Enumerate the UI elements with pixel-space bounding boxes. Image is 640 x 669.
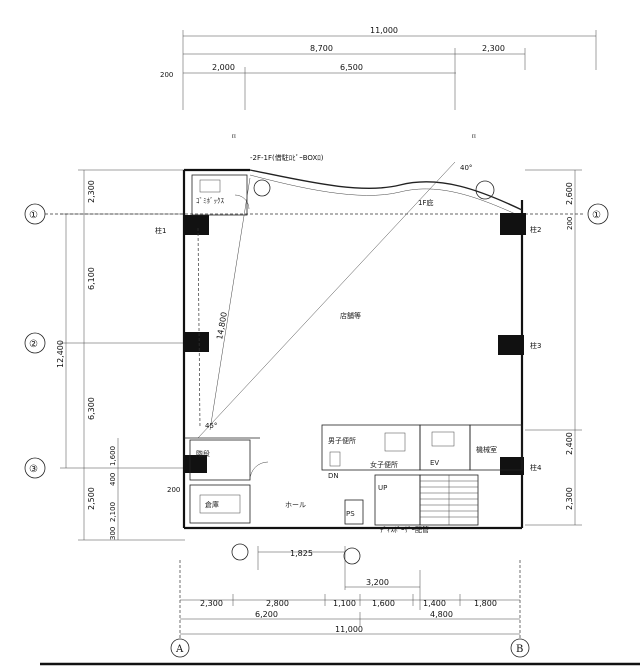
dim-top-right-span: 2,300 [482,44,505,53]
dim-bottom-r2: 2,800 [266,599,289,608]
dim-right-seg2: 200 [566,217,574,230]
dim-left-seg2: 6,100 [87,267,96,290]
dim-bottom-r3: 1,100 [333,599,356,608]
dim-top-side: 200 [160,71,173,79]
dim-top-sub1: 2,000 [212,63,235,72]
dim-right-seg1: 2,600 [565,182,574,205]
top-dimensions: 11,000 8,700 2,300 2,000 6,500 200 ⲡ ⲡ -… [160,26,597,162]
dim-left-total: 12,400 [56,340,65,368]
dim-left-seg1: 2,300 [87,180,96,203]
dim-left-small4: 300 [109,527,117,540]
column-tag-b: 柱2 [530,225,541,234]
column-mid-right [498,335,524,355]
dim-top-sub2: 6,500 [340,63,363,72]
column-tag-d: 柱4 [530,463,542,472]
dim-bottom-half-left: 6,200 [255,610,278,619]
left-dimensions: 12,400 2,300 6,100 6,300 2,500 1,600 400… [56,169,185,541]
stair-treads [420,475,478,525]
north-mark-left: ⲡ [232,132,236,140]
bottom-note: ﾃﾞｨｽﾎﾟｰｻﾞｰ配管 [380,525,429,534]
dim-bottom-r5: 1,400 [423,599,446,608]
room-label-stair: 階段 [196,449,210,458]
room-label-mech: 機械室 [476,445,497,454]
dim-left-seg4: 2,500 [87,487,96,510]
dim-bottom-entry: 1,825 [290,549,313,558]
room-label-womens-wc: 男子便所 [328,436,356,445]
column-bottom-right [500,457,524,475]
axis-label-bottom-left: ③ [29,464,38,475]
angle-top: 40° [460,164,472,172]
axis-label-a: A [175,644,184,655]
room-label-ups: UP [378,484,387,492]
dim-top-overall: 11,000 [370,26,398,35]
garbage-box-room: ｺﾞﾐﾎﾞｯｸｽ [191,174,250,216]
room-label-garbage: ｺﾞﾐﾎﾞｯｸｽ [196,197,224,205]
dim-bottom-r1: 2,300 [200,599,223,608]
dim-bottom-r6: 1,800 [474,599,497,608]
column-top-right [500,213,526,235]
canopy-label: 1F庇 [418,198,433,207]
dim-bottom-left-side: 200 [167,486,180,494]
dn-label: DN [328,472,339,480]
dim-right-seg3: 2,400 [565,432,574,455]
title-note: -2F-1F(借駐ﾛﾋﾟｰBOXﾛ) [250,153,324,162]
hall-label: ホール [285,501,306,509]
axis-label-b: B [516,644,523,655]
service-core: 階段 倉庫 ホール 男子便所 女子便所 EV 機械室 UP PS DN [184,424,523,534]
room-label-mens-wc: 女子便所 [370,460,398,469]
pipe-shaft-label: PS [346,510,355,518]
angle-bottom: 45° [205,422,217,430]
dim-left-seg3: 6,300 [87,397,96,420]
dim-bottom-door: 3,200 [366,578,389,587]
dim-left-small2: 400 [109,473,117,486]
dim-left-small3: 2,100 [109,502,117,522]
column-tag-a: 柱1 [155,226,166,235]
bottom-dimensions: 1,825 3,200 2,300 2,800 1,100 1,600 1,40… [40,486,640,666]
dim-bottom-overall: 11,000 [335,625,363,634]
north-mark-right: ⲡ [472,132,476,140]
column-top-left [183,215,209,235]
right-dimensions: 2,600 200 2,400 2,300 [525,169,582,526]
dim-top-left-span: 8,700 [310,44,333,53]
axis-label-top-right: ① [592,210,601,221]
axis-label-top-left: ① [29,210,38,221]
grid-axis-markers: ① ① ② ③ A B [24,203,609,658]
column-tag-c: 柱3 [530,341,541,350]
column-bottom-left [183,455,207,473]
building-outline [182,168,524,530]
dim-bottom-r4: 1,600 [372,599,395,608]
dim-bottom-half-right: 4,800 [430,610,453,619]
interior-guides: 14,800 40° 45° 1F庇 店舗等 [197,161,495,439]
axis-label-mid-left: ② [29,339,38,350]
structural-columns: 柱1 柱2 柱3 柱4 [155,213,542,475]
main-room-label: 店舗等 [340,311,361,320]
room-label-storage: 倉庫 [205,500,219,509]
dim-left-small1: 1,600 [109,446,117,466]
dim-right-seg4: 2,300 [565,487,574,510]
room-label-elevator: EV [430,459,439,467]
column-mid-left [183,332,209,352]
